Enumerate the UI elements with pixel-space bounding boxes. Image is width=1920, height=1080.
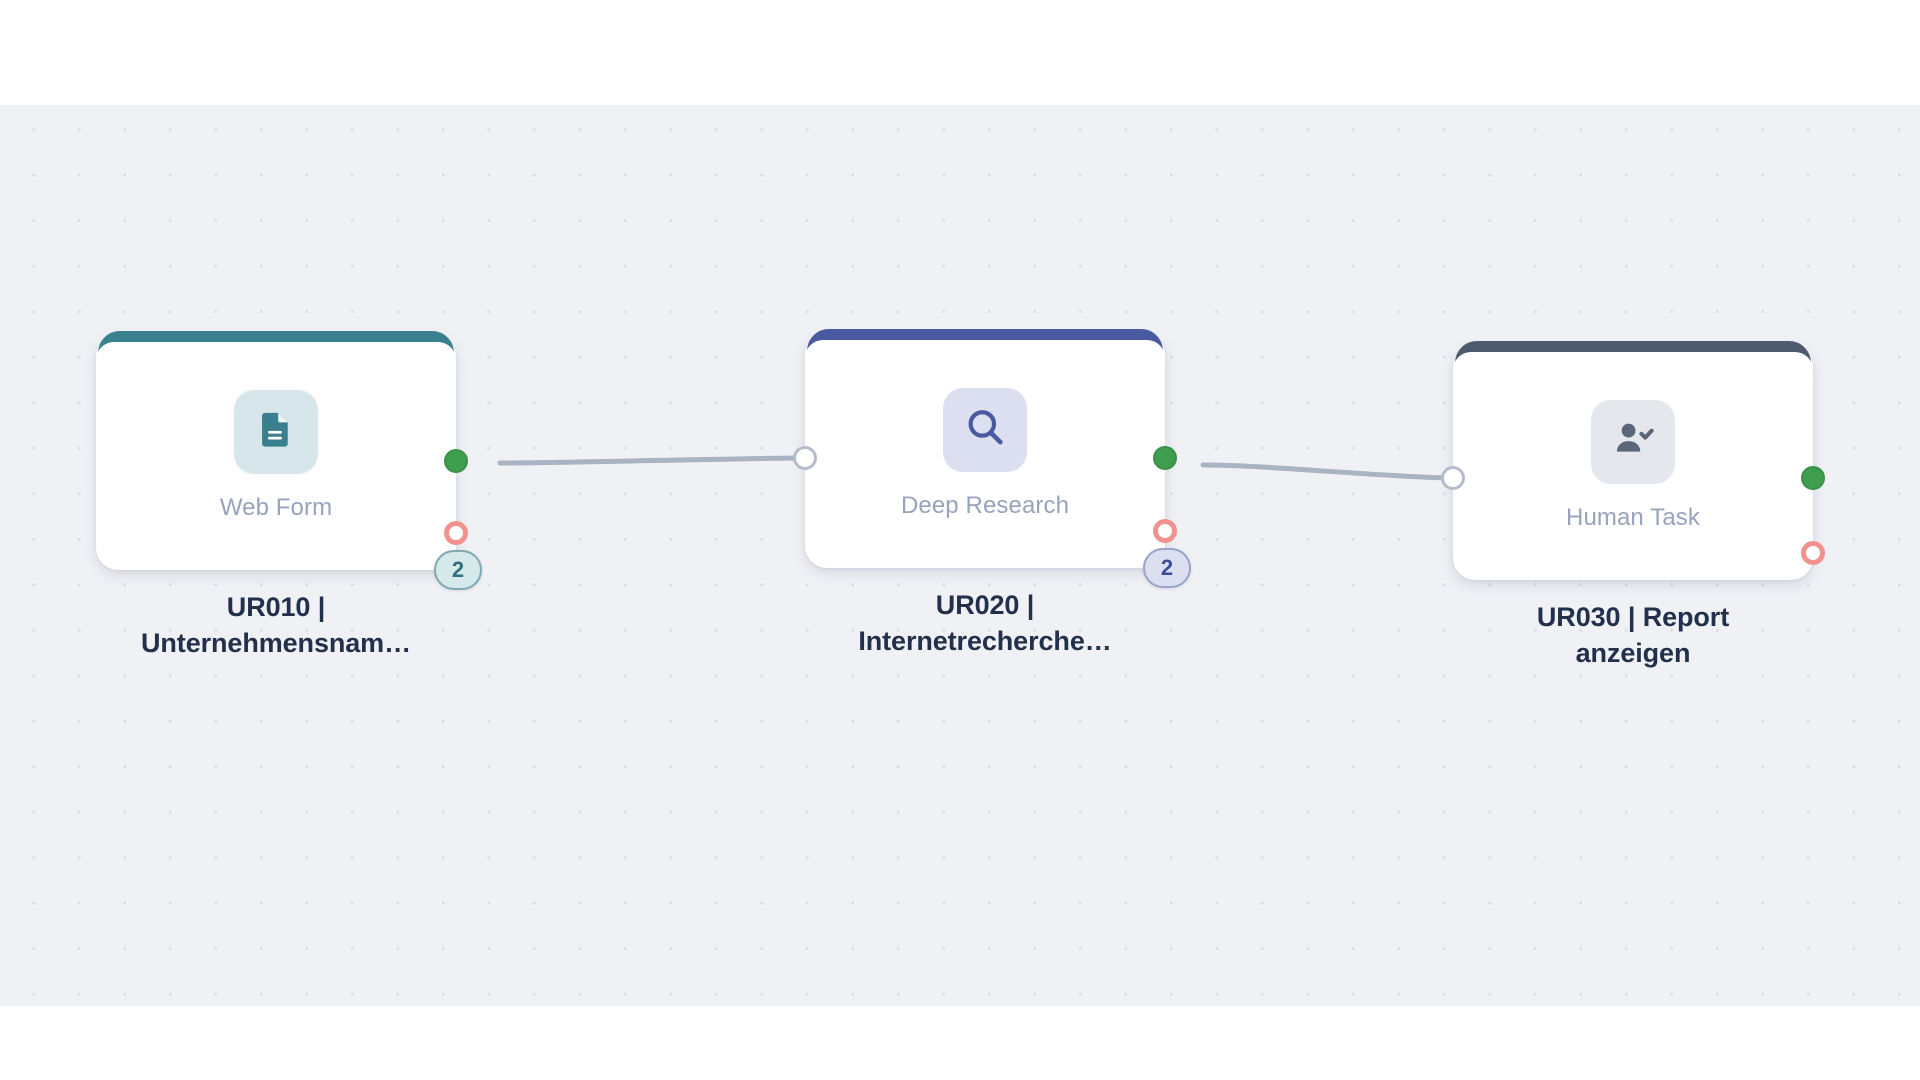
edge-ur020-ur030[interactable]	[1200, 462, 1456, 481]
node-card[interactable]: Deep Research 2	[793, 329, 1191, 588]
node-body: Deep Research	[805, 387, 1165, 520]
person-check-icon	[1610, 416, 1656, 467]
node-type-label: Human Task	[1566, 503, 1700, 531]
node-caption: UR030 | Report anzeigen	[1443, 600, 1823, 672]
error-output-port[interactable]	[1801, 541, 1825, 565]
node-caption-line2: Internetrecherche…	[858, 625, 1112, 656]
node-caption: UR020 | Internetrecherche…	[795, 588, 1175, 660]
node-icon-container	[1591, 399, 1675, 484]
node-body: Web Form	[96, 389, 456, 522]
node-accent-mask	[805, 340, 1165, 370]
node-caption-line2: Unternehmensnam…	[141, 627, 411, 658]
node-accent-mask	[1453, 352, 1813, 382]
target-input-port[interactable]	[1441, 466, 1465, 490]
node-caption-line1: UR010 |	[226, 592, 326, 622]
node-ur020[interactable]: Deep Research 2 UR020 | Internetrecherch…	[793, 329, 1191, 656]
node-ur030[interactable]: Human Task UR030 | Report anzeigen	[1441, 341, 1825, 668]
node-badge[interactable]: 2	[434, 550, 482, 590]
node-caption-line1: UR030 | Report	[1536, 602, 1730, 632]
node-card[interactable]: Human Task	[1441, 341, 1825, 580]
edge-ur010-ur020[interactable]	[497, 455, 808, 466]
node-caption: UR010 | Unternehmensnam…	[86, 590, 466, 662]
node-caption-line2: anzeigen	[1575, 637, 1691, 668]
success-output-port[interactable]	[1801, 466, 1825, 490]
node-body: Human Task	[1453, 399, 1813, 532]
error-output-port[interactable]	[444, 521, 468, 545]
node-badge[interactable]: 2	[1143, 548, 1191, 588]
target-input-port[interactable]	[793, 446, 817, 470]
node-icon-container	[234, 389, 318, 474]
node-accent-mask	[96, 342, 456, 372]
node-card[interactable]: Web Form 2	[96, 331, 482, 590]
node-badge-count: 2	[1160, 555, 1174, 580]
success-output-port[interactable]	[1153, 446, 1177, 470]
document-icon	[254, 407, 298, 456]
node-type-label: Web Form	[219, 493, 333, 521]
workflow-canvas[interactable]: Web Form 2 UR010 | Unternehmensnam…	[0, 105, 1920, 1006]
node-type-label: Deep Research	[900, 491, 1070, 519]
node-badge-count: 2	[451, 557, 465, 582]
node-icon-container	[943, 387, 1027, 472]
error-output-port[interactable]	[1153, 519, 1177, 543]
success-output-port[interactable]	[444, 449, 468, 473]
node-caption-line1: UR020 |	[935, 590, 1035, 620]
search-icon	[962, 404, 1008, 455]
node-ur010[interactable]: Web Form 2 UR010 | Unternehmensnam…	[96, 331, 482, 658]
